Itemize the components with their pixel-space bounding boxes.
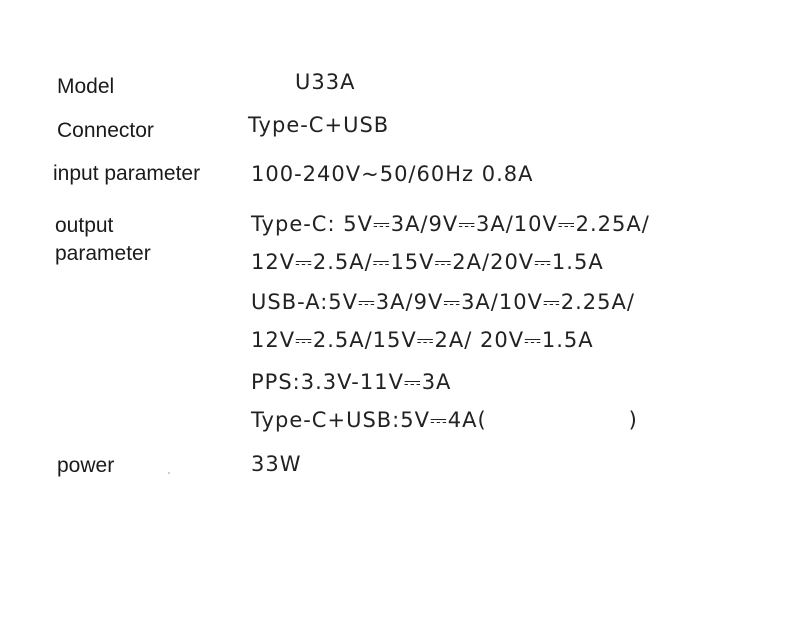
model-label: Model bbox=[57, 75, 115, 98]
connector-label: Connector bbox=[57, 119, 154, 142]
model-value: U33A bbox=[295, 70, 356, 94]
connector-value: Type-C+USB bbox=[248, 113, 390, 137]
output-line-combined: Type-C+USB:5V⎓4A() bbox=[251, 406, 638, 434]
input-parameter-label: input parameter bbox=[53, 162, 201, 185]
output-parameter-label-line2: parameter bbox=[55, 242, 151, 265]
output-line-pps: PPS:3.3V-11V⎓3A bbox=[251, 370, 452, 394]
output-parameter-label-line1: output bbox=[55, 214, 114, 237]
power-value: 33W bbox=[251, 452, 302, 476]
output-line-usba-1: USB-A:5V⎓3A/9V⎓3A/10V⎓2.25A/ bbox=[251, 290, 635, 314]
power-label: power bbox=[57, 454, 115, 477]
output-line-typec-1: Type-C: 5V⎓3A/9V⎓3A/10V⎓2.25A/ bbox=[251, 212, 650, 236]
output-line-typec-2: 12V⎓2.5A/⎓15V⎓2A/20V⎓1.5A bbox=[251, 250, 604, 274]
speck-mark bbox=[168, 472, 170, 474]
combined-prefix: Type-C+USB:5V⎓4A( bbox=[251, 408, 487, 432]
combined-suffix: ) bbox=[628, 408, 638, 432]
output-line-usba-2: 12V⎓2.5A/15V⎓2A/ 20V⎓1.5A bbox=[251, 328, 594, 352]
input-parameter-value: 100-240V~50/60Hz 0.8A bbox=[251, 162, 534, 186]
